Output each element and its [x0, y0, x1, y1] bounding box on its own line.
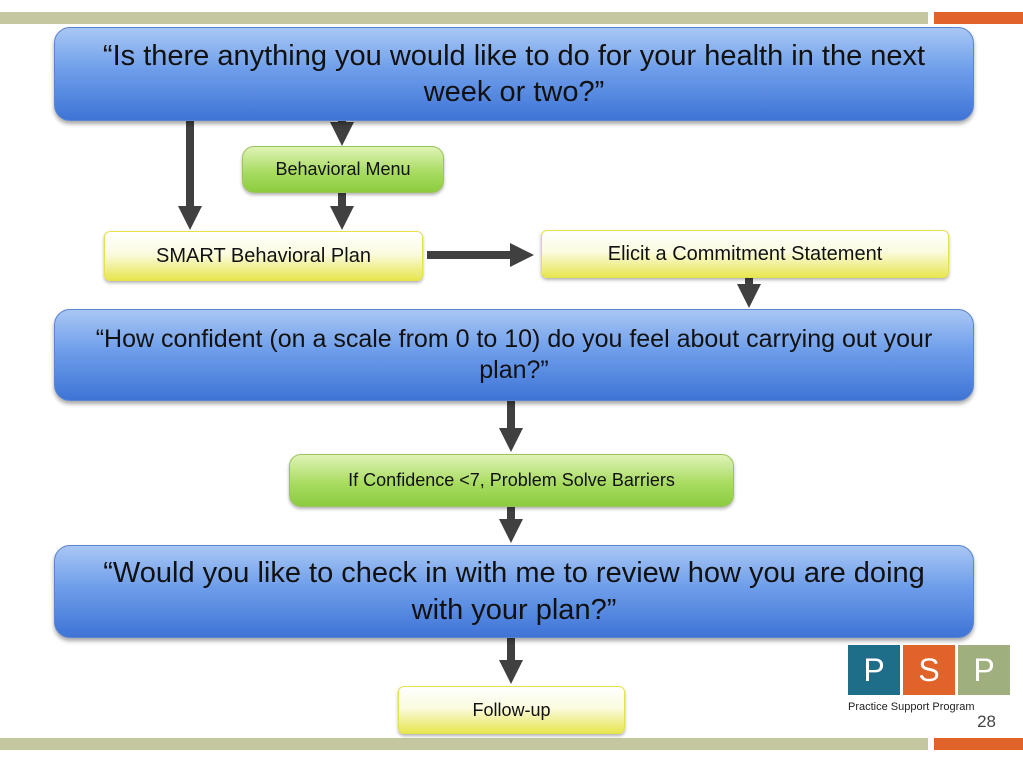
page-number: 28	[977, 712, 996, 731]
question-health-goal: “Is there anything you would like to do …	[54, 27, 974, 121]
psp-logo: P S P Practice Support Program	[848, 645, 1010, 725]
smart-plan-box: SMART Behavioral Plan	[104, 231, 423, 281]
question-check-in: “Would you like to check in with me to r…	[54, 545, 974, 638]
logo-tile-p: P	[848, 645, 900, 695]
logo-tile-p-second: P	[958, 645, 1010, 695]
top-bar-olive	[0, 12, 928, 24]
bottom-bar-orange	[934, 738, 1023, 750]
commitment-box: Elicit a Commitment Statement	[541, 230, 949, 278]
bottom-bar-olive	[0, 738, 928, 750]
top-bar-orange	[934, 12, 1023, 24]
question-confidence: “How confident (on a scale from 0 to 10)…	[54, 309, 974, 401]
logo-tile-s: S	[903, 645, 955, 695]
behavioral-menu-box: Behavioral Menu	[242, 146, 444, 193]
logo-caption: Practice Support Program	[848, 701, 975, 713]
follow-up-box: Follow-up	[398, 686, 625, 734]
problem-solve-barriers-box: If Confidence <7, Problem Solve Barriers	[289, 454, 734, 507]
